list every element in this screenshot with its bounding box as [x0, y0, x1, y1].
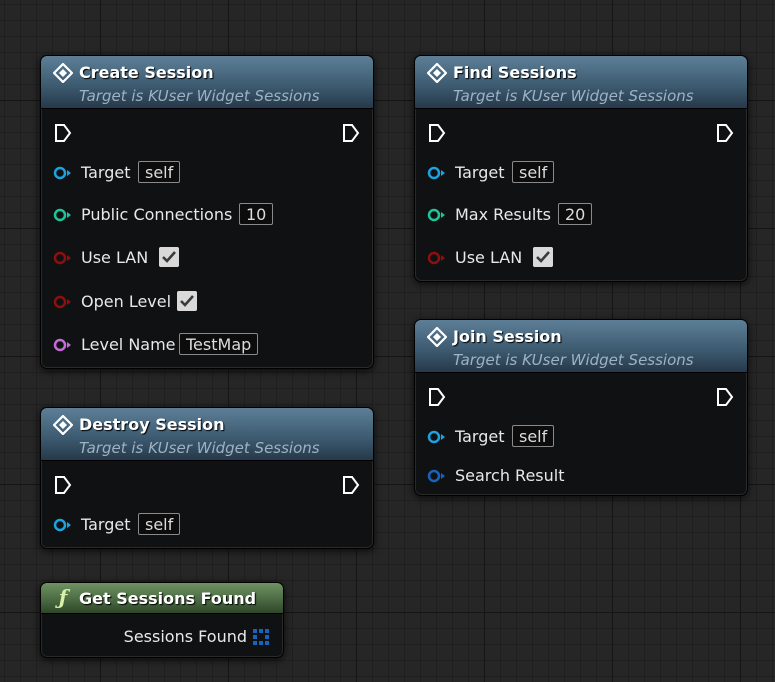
target-pin-row[interactable]: Target self	[41, 513, 373, 537]
pin-label: Use LAN	[455, 248, 523, 267]
create-session-header[interactable]: Create Session Target is KUser Widget Se…	[41, 56, 373, 109]
boolean-pin-icon[interactable]	[53, 295, 73, 309]
node-subtitle: Target is KUser Widget Sessions	[79, 439, 320, 457]
get-sessions-found-header[interactable]: ƒ Get Sessions Found	[41, 583, 283, 614]
destroy-session-node[interactable]: Destroy Session Target is KUser Widget S…	[40, 407, 374, 549]
pin-label: Use LAN	[81, 248, 149, 267]
exec-input-pin-icon[interactable]	[428, 387, 446, 407]
get-sessions-found-node[interactable]: ƒ Get Sessions Found Sessions Found	[40, 582, 284, 658]
object-pin-icon[interactable]	[53, 166, 73, 180]
exec-output-pin-icon[interactable]	[716, 123, 734, 143]
find-sessions-header[interactable]: Find Sessions Target is KUser Widget Ses…	[415, 56, 747, 109]
function-diamond-icon	[53, 63, 73, 83]
join-session-node[interactable]: Join Session Target is KUser Widget Sess…	[414, 319, 748, 496]
level-name-value-field[interactable]: TestMap	[179, 333, 259, 355]
pure-function-icon: ƒ	[58, 585, 68, 609]
node-title: Find Sessions	[453, 63, 577, 82]
node-title: Join Session	[453, 327, 562, 346]
max-results-value-field[interactable]: 20	[558, 203, 593, 225]
pin-label: Level Name	[81, 335, 176, 354]
boolean-pin-icon[interactable]	[53, 251, 73, 265]
target-value-field[interactable]: self	[138, 513, 181, 535]
boolean-pin-icon[interactable]	[427, 251, 447, 265]
pin-label: Target	[81, 163, 131, 182]
integer-pin-icon[interactable]	[53, 208, 73, 222]
target-value-field[interactable]: self	[512, 161, 555, 183]
exec-output-pin-icon[interactable]	[342, 475, 360, 495]
find-sessions-node[interactable]: Find Sessions Target is KUser Widget Ses…	[414, 55, 748, 282]
pin-label: Target	[455, 163, 505, 182]
sessions-found-pin-row[interactable]: Sessions Found	[41, 625, 283, 649]
node-title: Create Session	[79, 63, 214, 82]
target-pin-row[interactable]: Target self	[415, 161, 747, 185]
exec-output-pin-icon[interactable]	[342, 123, 360, 143]
pin-label: Target	[455, 427, 505, 446]
join-session-header[interactable]: Join Session Target is KUser Widget Sess…	[415, 320, 747, 373]
pin-label: Max Results	[455, 205, 551, 224]
struct-pin-icon[interactable]	[427, 469, 447, 483]
public-connections-pin-row[interactable]: Public Connections 10	[41, 203, 373, 227]
open-level-pin-row[interactable]: Open Level	[41, 290, 373, 314]
target-pin-row[interactable]: Target self	[41, 161, 373, 185]
use-lan-checkbox[interactable]	[159, 247, 179, 267]
pin-label: Open Level	[81, 292, 172, 311]
function-diamond-icon	[53, 415, 73, 435]
target-pin-row[interactable]: Target self	[415, 425, 747, 449]
node-title: Destroy Session	[79, 415, 225, 434]
public-connections-value-field[interactable]: 10	[239, 203, 274, 225]
destroy-session-header[interactable]: Destroy Session Target is KUser Widget S…	[41, 408, 373, 461]
array-pin-icon[interactable]	[253, 629, 269, 645]
level-name-pin-row[interactable]: Level Name TestMap	[41, 333, 373, 357]
function-diamond-icon	[427, 327, 447, 347]
create-session-node[interactable]: Create Session Target is KUser Widget Se…	[40, 55, 374, 369]
search-result-pin-row[interactable]: Search Result	[415, 464, 747, 488]
function-diamond-icon	[427, 63, 447, 83]
node-subtitle: Target is KUser Widget Sessions	[453, 351, 694, 369]
exec-input-pin-icon[interactable]	[428, 123, 446, 143]
max-results-pin-row[interactable]: Max Results 20	[415, 203, 747, 227]
name-pin-icon[interactable]	[53, 338, 73, 352]
object-pin-icon[interactable]	[427, 430, 447, 444]
target-value-field[interactable]: self	[138, 161, 181, 183]
node-title: Get Sessions Found	[79, 589, 257, 608]
pin-label: Search Result	[455, 466, 565, 485]
use-lan-pin-row[interactable]: Use LAN	[415, 246, 747, 270]
pin-label: Sessions Found	[123, 627, 247, 646]
use-lan-pin-row[interactable]: Use LAN	[41, 246, 373, 270]
node-subtitle: Target is KUser Widget Sessions	[453, 87, 694, 105]
node-subtitle: Target is KUser Widget Sessions	[79, 87, 320, 105]
pin-label: Target	[81, 515, 131, 534]
pin-label: Public Connections	[81, 205, 233, 224]
exec-input-pin-icon[interactable]	[54, 123, 72, 143]
exec-output-pin-icon[interactable]	[716, 387, 734, 407]
object-pin-icon[interactable]	[427, 166, 447, 180]
exec-input-pin-icon[interactable]	[54, 475, 72, 495]
integer-pin-icon[interactable]	[427, 208, 447, 222]
use-lan-checkbox[interactable]	[533, 247, 553, 267]
object-pin-icon[interactable]	[53, 518, 73, 532]
open-level-checkbox[interactable]	[177, 291, 197, 311]
target-value-field[interactable]: self	[512, 425, 555, 447]
